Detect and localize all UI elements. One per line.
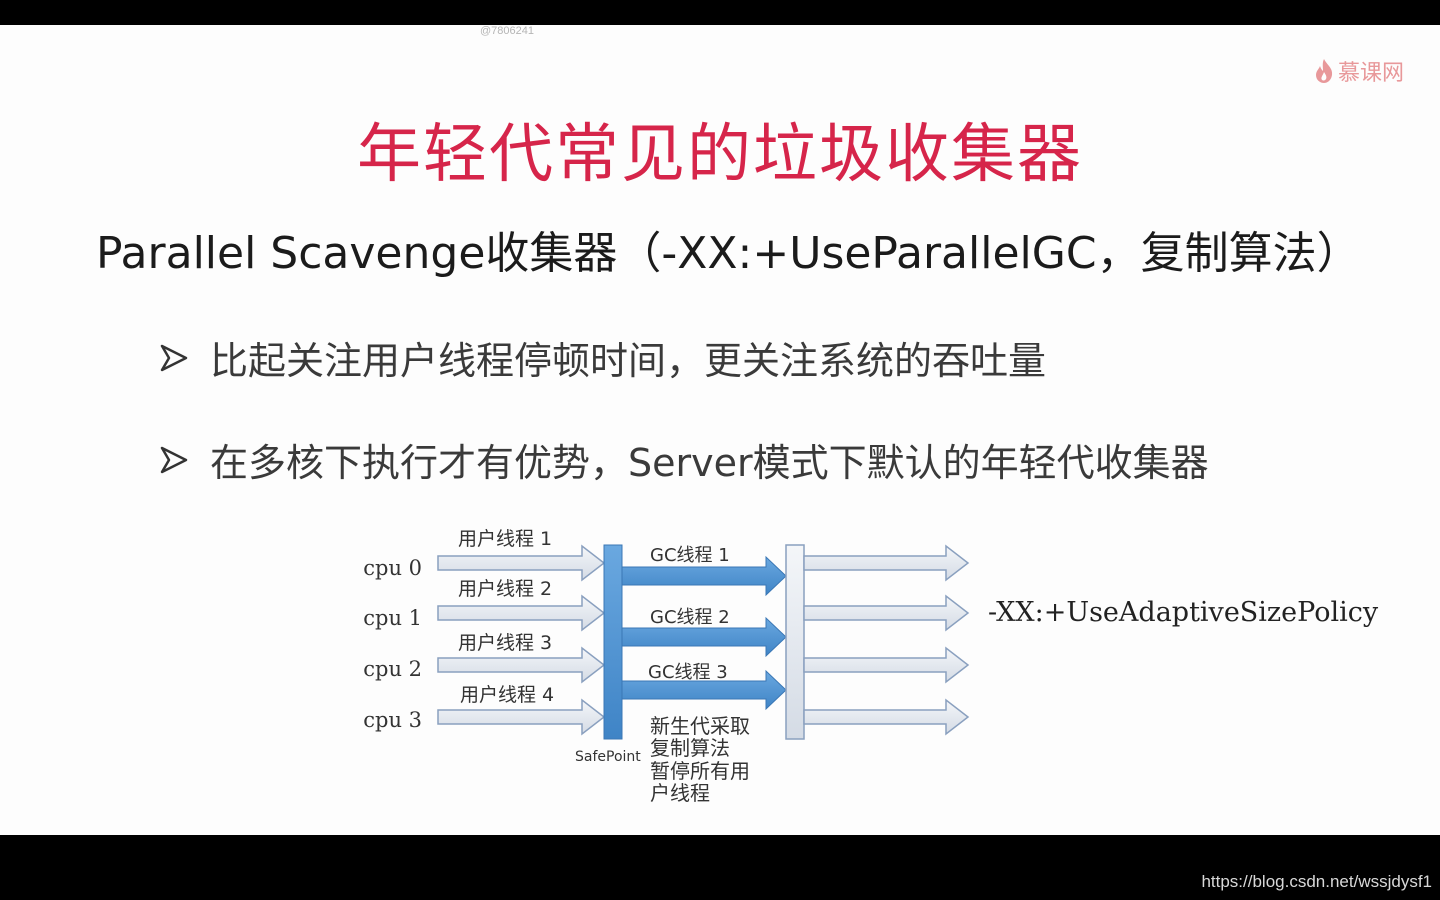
parallel-scavenge-diagram: cpu 0 cpu 1 cpu 2 cpu 3 用户线程 1 用户线程 2 用户… <box>363 528 1379 805</box>
slide-title: 年轻代常见的垃圾收集器 <box>357 118 1083 192</box>
resumed-thread-arrow <box>803 544 970 582</box>
cpu-label: cpu 1 <box>363 606 422 630</box>
user-thread-arrow <box>437 646 606 684</box>
resume-bar <box>785 544 805 740</box>
user-thread-label: 用户线程 3 <box>458 632 552 654</box>
bullet-item: 在多核下执行才有优势，Server模式下默认的年轻代收集器 <box>160 432 1209 487</box>
gc-thread-arrow <box>621 555 787 597</box>
note-line: 复制算法 <box>650 736 730 760</box>
note-line: 暂停所有用 <box>650 759 750 783</box>
user-thread-arrow <box>437 698 606 736</box>
bullet-text: 在多核下执行才有优势，Server模式下默认的年轻代收集器 <box>210 441 1209 485</box>
slide: @7806241 慕课网 年轻代常见的垃圾收集器 Parallel Scaven… <box>0 25 1440 835</box>
logo-text: 慕课网 <box>1337 61 1404 86</box>
arrow-bullet-icon <box>160 446 188 473</box>
gc-thread-label: GC线程 1 <box>650 545 730 566</box>
footer-url: https://blog.csdn.net/wssjdysf1 <box>1201 872 1432 891</box>
user-thread-label: 用户线程 4 <box>460 684 554 706</box>
note-line: 新生代采取 <box>650 714 750 738</box>
gc-thread-arrow <box>621 616 787 658</box>
note-line: 户线程 <box>650 781 710 805</box>
logo: 慕课网 <box>1313 55 1404 87</box>
user-thread-arrow <box>437 594 606 632</box>
user-thread-label: 用户线程 1 <box>458 528 552 550</box>
policy-label: -XX:+UseAdaptiveSizePolicy <box>988 597 1379 628</box>
slide-subtitle: Parallel Scavenge收集器（-XX:+UseParallelGC，… <box>96 228 1361 279</box>
resumed-thread-arrow <box>803 594 970 632</box>
gc-thread-arrow <box>621 669 787 711</box>
resumed-thread-arrow <box>803 646 970 684</box>
safepoint-bar <box>603 544 623 740</box>
bullet-item: 比起关注用户线程停顿时间，更关注系统的吞吐量 <box>160 330 1046 385</box>
gc-thread-label: GC线程 3 <box>648 662 728 683</box>
flame-icon <box>1315 59 1333 83</box>
arrow-bullet-icon <box>160 344 188 371</box>
cpu-label: cpu 0 <box>363 556 422 580</box>
cpu-label: cpu 2 <box>363 657 422 681</box>
gc-thread-label: GC线程 2 <box>650 607 730 628</box>
resumed-thread-arrow <box>803 698 970 736</box>
user-thread-arrow <box>437 544 606 582</box>
top-watermark: @7806241 <box>480 25 534 37</box>
cpu-label: cpu 3 <box>363 708 422 732</box>
bullet-text: 比起关注用户线程停顿时间，更关注系统的吞吐量 <box>210 339 1047 383</box>
user-thread-label: 用户线程 2 <box>458 578 552 600</box>
safepoint-label: SafePoint <box>575 749 641 765</box>
